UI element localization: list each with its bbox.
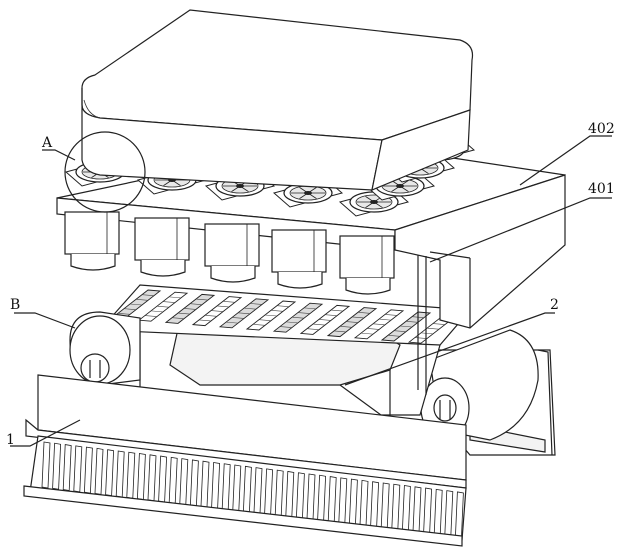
leader-b bbox=[14, 313, 75, 328]
left-roller bbox=[70, 312, 140, 385]
label-part-401: 401 bbox=[588, 181, 615, 197]
fan-motor bbox=[340, 236, 394, 294]
label-a: A bbox=[41, 135, 53, 151]
fan-motor bbox=[272, 230, 326, 288]
label-part-1: 1 bbox=[6, 432, 15, 448]
fan-motor bbox=[205, 224, 259, 282]
label-part-2: 2 bbox=[550, 297, 559, 313]
cover-housing bbox=[82, 10, 473, 190]
label-part-402: 402 bbox=[588, 121, 615, 137]
label-b: B bbox=[10, 297, 20, 313]
fan-motor bbox=[65, 212, 119, 270]
fan-motor bbox=[135, 218, 189, 276]
